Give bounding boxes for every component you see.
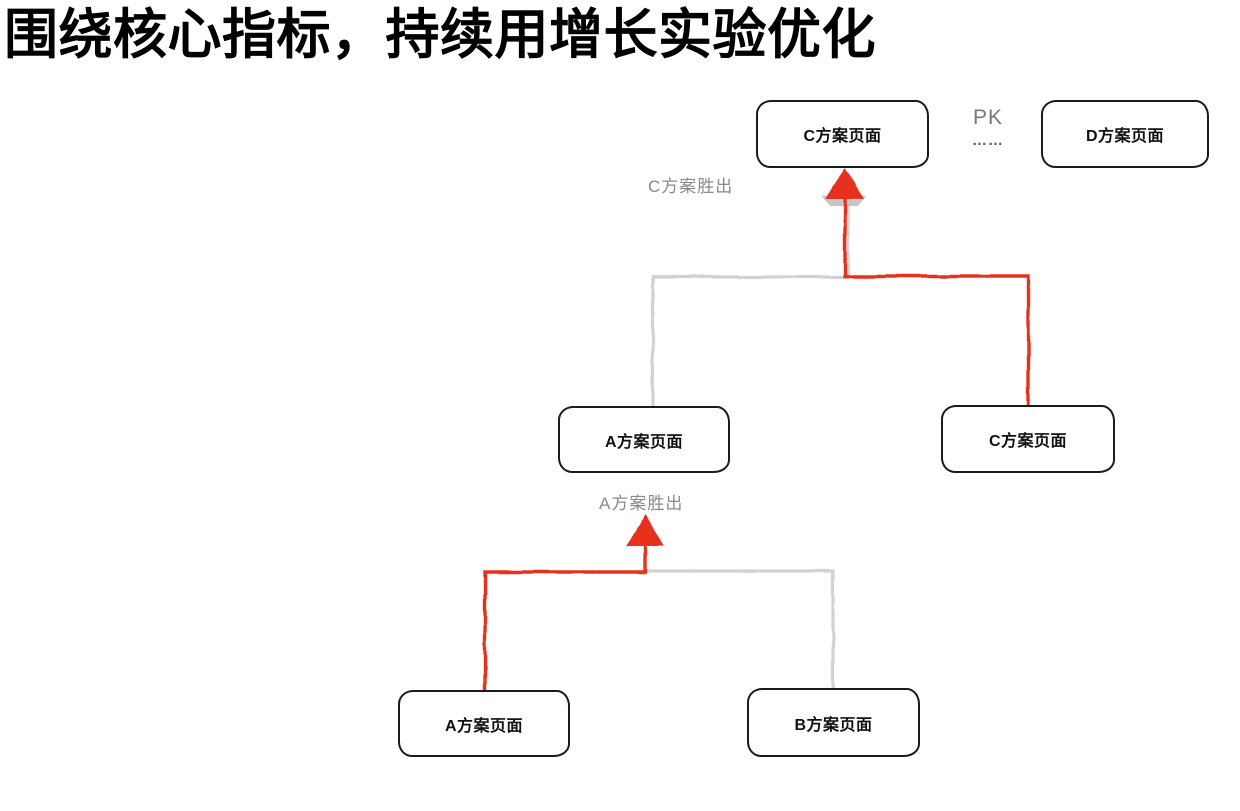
round1-winner-path bbox=[483, 543, 647, 691]
round2-winner-arrowhead bbox=[826, 168, 864, 199]
round1-winner-arrowhead bbox=[626, 514, 664, 546]
node-round1-right-candidate: B方案页面 bbox=[747, 688, 920, 757]
round2-winner-annotation: C方案胜出 bbox=[648, 177, 734, 196]
round1-loser-path bbox=[643, 569, 835, 691]
node-round2-left-candidate: A方案页面 bbox=[558, 406, 730, 473]
round1-winner-annotation: A方案胜出 bbox=[599, 494, 684, 513]
round2-winner-path bbox=[843, 198, 1030, 408]
node-round2-winner: C方案页面 bbox=[756, 100, 929, 168]
page-title: 围绕核心指标，持续用增长实验优化 bbox=[4, 5, 876, 65]
round2-loser-path bbox=[651, 204, 850, 409]
node-round2-right-candidate: C方案页面 bbox=[941, 405, 1115, 473]
pk-ellipsis: …… bbox=[972, 132, 1004, 149]
pk-label: PK bbox=[972, 106, 1003, 129]
round2-gray-arrowhead-shadow bbox=[822, 196, 866, 206]
node-round1-left-candidate: A方案页面 bbox=[398, 690, 570, 757]
node-next-challenger: D方案页面 bbox=[1041, 100, 1209, 168]
